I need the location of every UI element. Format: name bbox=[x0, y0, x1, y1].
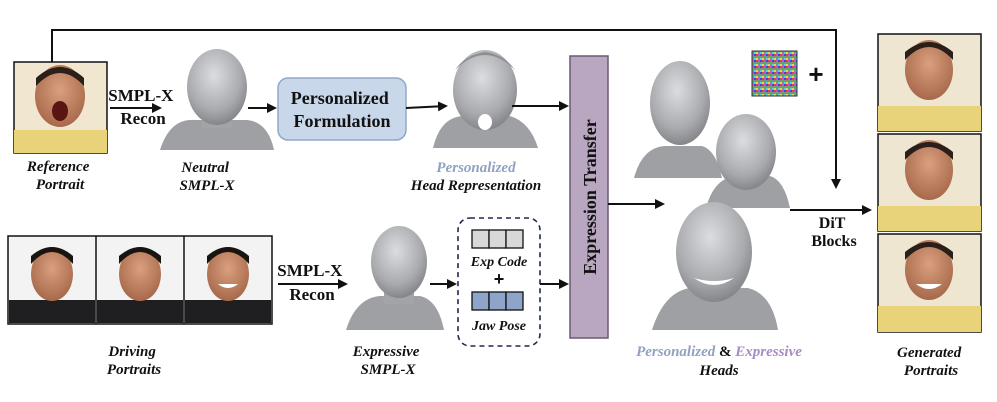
driving-portraits-1: Driving bbox=[107, 344, 156, 360]
jaw-pose-cells bbox=[471, 291, 524, 311]
dit-blocks-label: DiT Blocks bbox=[811, 215, 856, 250]
dit-blocks-1: DiT bbox=[819, 215, 846, 232]
reference-to-dit-arrow bbox=[51, 29, 841, 189]
generated-portraits-2: Portraits bbox=[904, 363, 958, 379]
driving-portrait-2 bbox=[97, 247, 183, 323]
jaw-pose-label: Jaw Pose bbox=[471, 319, 526, 334]
plus-sign-params: + bbox=[494, 269, 505, 289]
smplx-recon-top-2: Recon bbox=[120, 109, 166, 128]
exp-code-cells bbox=[471, 229, 524, 249]
personalized-head-mesh bbox=[433, 50, 538, 148]
neutral-smplx-label: Neutral SMPL-X bbox=[179, 160, 235, 194]
formulation-label-1: Personalized bbox=[291, 88, 389, 108]
generated-portrait-3 bbox=[877, 233, 982, 333]
generated-portrait-1 bbox=[877, 33, 982, 132]
smplx-recon-bottom-2: Recon bbox=[289, 285, 335, 304]
generated-portraits-1: Generated bbox=[897, 345, 962, 361]
neutral-smplx-mesh bbox=[160, 49, 274, 150]
driving-portraits-label: Driving Portraits bbox=[107, 344, 161, 378]
expressive-smplx-mesh bbox=[346, 226, 444, 330]
expression-transfer-label: Expression Transfer bbox=[580, 119, 600, 275]
plus-sign-noise: + bbox=[808, 59, 823, 89]
generated-portraits-label: Generated Portraits bbox=[897, 345, 965, 379]
personalized-formulation-label: Personalized Formulation bbox=[291, 88, 393, 131]
expressive-smplx-2: SMPL-X bbox=[360, 362, 416, 378]
personalized-expressive-label: Personalized & Expressive bbox=[636, 344, 802, 360]
formulation-to-head-arrow bbox=[405, 101, 448, 112]
neutral-smplx-label-2: SMPL-X bbox=[179, 178, 235, 194]
output-head-2 bbox=[706, 114, 790, 208]
params-dashed-box bbox=[457, 217, 541, 347]
head-representation-label: Head Representation bbox=[410, 178, 541, 194]
personalized-word-label: Personalized bbox=[436, 160, 516, 176]
expressive-word: Expressive bbox=[734, 344, 802, 360]
output-head-3 bbox=[652, 202, 778, 330]
expression-transfer-box bbox=[569, 55, 609, 339]
expressive-smplx-1: Expressive bbox=[352, 344, 420, 360]
heads-label: Heads bbox=[698, 363, 738, 379]
exp-code-label: Exp Code bbox=[470, 255, 527, 270]
driving-portrait-1 bbox=[9, 247, 95, 323]
generated-portrait-2 bbox=[877, 133, 982, 232]
personalized-formulation-box bbox=[277, 77, 407, 141]
reference-portrait-image bbox=[13, 61, 108, 154]
driving-portrait-3 bbox=[185, 247, 271, 323]
smplx-recon-bottom-label: SMPL-X Recon bbox=[277, 261, 346, 304]
smplx-recon-bottom-1: SMPL-X bbox=[277, 261, 343, 280]
expressive-smplx-label: Expressive SMPL-X bbox=[352, 344, 423, 378]
smplx-recon-top-label: SMPL-X Recon bbox=[108, 86, 177, 128]
output-heads-stack bbox=[634, 61, 790, 330]
formulation-label-2: Formulation bbox=[294, 111, 391, 131]
reference-portrait-label: Reference Portrait bbox=[26, 159, 93, 193]
ampersand: & bbox=[719, 344, 735, 360]
output-head-1 bbox=[634, 61, 722, 178]
noise-image bbox=[751, 50, 798, 97]
smplx-recon-top-1: SMPL-X bbox=[108, 86, 174, 105]
personalized-and-word: Personalized bbox=[636, 344, 716, 360]
neutral-smplx-label-1: Neutral bbox=[180, 160, 229, 176]
dit-blocks-2: Blocks bbox=[811, 233, 856, 250]
driving-portraits-strip bbox=[7, 235, 273, 325]
driving-portraits-2: Portraits bbox=[107, 362, 161, 378]
reference-portrait-label-1: Reference bbox=[26, 159, 90, 175]
reference-portrait-label-2: Portrait bbox=[36, 177, 85, 193]
